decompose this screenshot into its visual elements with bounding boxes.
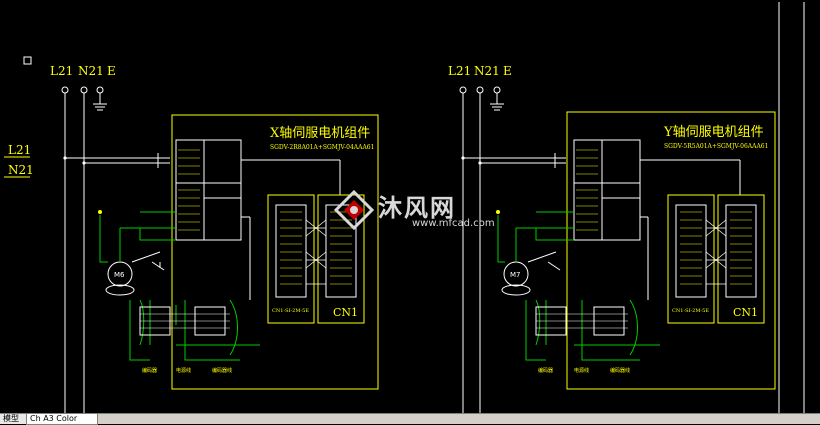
tab-layout[interactable]: Ch A3 Color xyxy=(26,414,98,425)
x-axis-model: SGDV-2R8A01A+SGMJV-04AAA61 xyxy=(270,144,374,151)
y-cn1-label: CN1 xyxy=(733,306,758,319)
label-e-left: E xyxy=(107,64,116,78)
label-e-right: E xyxy=(503,64,512,78)
label-l21-left: L21 xyxy=(50,64,73,78)
layout-tab-bar: 模型 Ch A3 Color xyxy=(0,413,820,425)
y-connector-left-label: CN1-SI-2M-5E xyxy=(672,308,709,314)
y-bottom-right-label: 编码器线 xyxy=(610,367,630,374)
y-bottom-left-label: 编码器 xyxy=(538,367,553,374)
x-motor-label: M6 xyxy=(114,271,125,279)
y-axis-model: SGDV-5R5A01A+SGMJV-06AAA61 xyxy=(664,143,768,150)
x-bottom-left-label: 编码器 xyxy=(142,367,157,374)
terminal-n21 xyxy=(80,86,88,94)
label-l21-right: L21 xyxy=(448,64,471,78)
label-n21-right: N21 xyxy=(474,64,500,78)
x-axis-assembly-box xyxy=(171,114,379,390)
x-connector-panel-cn1 xyxy=(317,194,365,324)
x-axis-section: L21 N21 E L21 N21 X轴伺服电机组件 SGDV-2R8A01A+… xyxy=(4,64,379,413)
y-bottom-mid-label: 电源线 xyxy=(574,367,589,374)
bus-label-l21: L21 xyxy=(8,143,31,157)
bus-label-n21: N21 xyxy=(8,163,34,177)
y-connector-panel-cn1 xyxy=(717,194,765,324)
mfcad-logo-icon xyxy=(333,190,375,230)
x-cn1-label: CN1 xyxy=(333,306,358,319)
terminal-l21 xyxy=(61,86,69,94)
x-connector-left-label: CN1-SI-2M-5E xyxy=(272,308,309,314)
x-servo-drive xyxy=(175,139,242,241)
y-axis-title: Y轴伺服电机组件 xyxy=(663,125,764,140)
x-bottom-mid-label: 电源线 xyxy=(176,367,191,374)
y-axis-section: L21 N21 E Y轴伺服电机组件 SGDV-5R5A01A+SGMJV-06… xyxy=(448,64,776,413)
y-motor-label: M7 xyxy=(510,271,521,279)
y-servo-drive xyxy=(573,139,641,241)
label-n21-left: N21 xyxy=(78,64,104,78)
x-bottom-right-label: 编码器线 xyxy=(212,367,232,374)
watermark-url: www.mfcad.com xyxy=(412,218,495,229)
y-connector-panel-left xyxy=(667,194,715,324)
watermark: 沐风网 www.mfcad.com xyxy=(332,190,495,234)
x-axis-title: X轴伺服电机组件 xyxy=(270,126,370,141)
y-axis-assembly-box xyxy=(566,111,776,390)
x-connector-panel-left xyxy=(267,194,315,324)
corner-marker xyxy=(23,56,32,65)
watermark-title: 沐风网 xyxy=(378,194,456,222)
terminal-e xyxy=(96,86,104,94)
